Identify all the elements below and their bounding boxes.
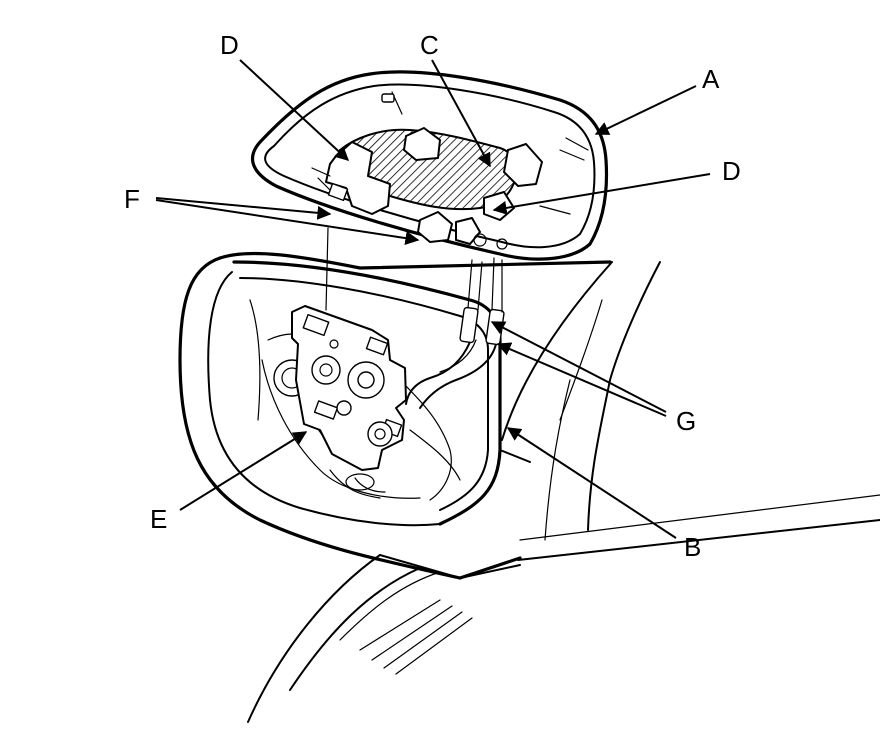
- callout-b: B: [684, 532, 701, 562]
- leader-d-left: [239, 59, 350, 161]
- leader-b: [506, 427, 677, 539]
- callout-d-upper-left: D: [220, 30, 239, 60]
- leader-g-upper: [490, 321, 667, 413]
- leader-g-lower: [496, 342, 667, 417]
- callout-d-right: D: [722, 156, 741, 186]
- callout-g: G: [676, 406, 696, 436]
- callout-c: C: [420, 30, 439, 60]
- leader-lines: [155, 59, 711, 539]
- leader-f-upper: [155, 197, 332, 220]
- callout-e: E: [150, 504, 167, 534]
- callout-a: A: [702, 64, 720, 94]
- leader-f-lower: [155, 199, 420, 246]
- leader-c: [431, 59, 491, 168]
- actuator-plate: [291, 305, 407, 471]
- leader-d-right: [492, 173, 711, 215]
- leader-e: [179, 431, 308, 511]
- callout-labels: D C A D F G E B: [124, 30, 741, 562]
- callout-f: F: [124, 184, 140, 214]
- mirror-holder: [251, 70, 609, 261]
- leader-a: [594, 85, 697, 135]
- vehicle-body-lines: [247, 261, 880, 723]
